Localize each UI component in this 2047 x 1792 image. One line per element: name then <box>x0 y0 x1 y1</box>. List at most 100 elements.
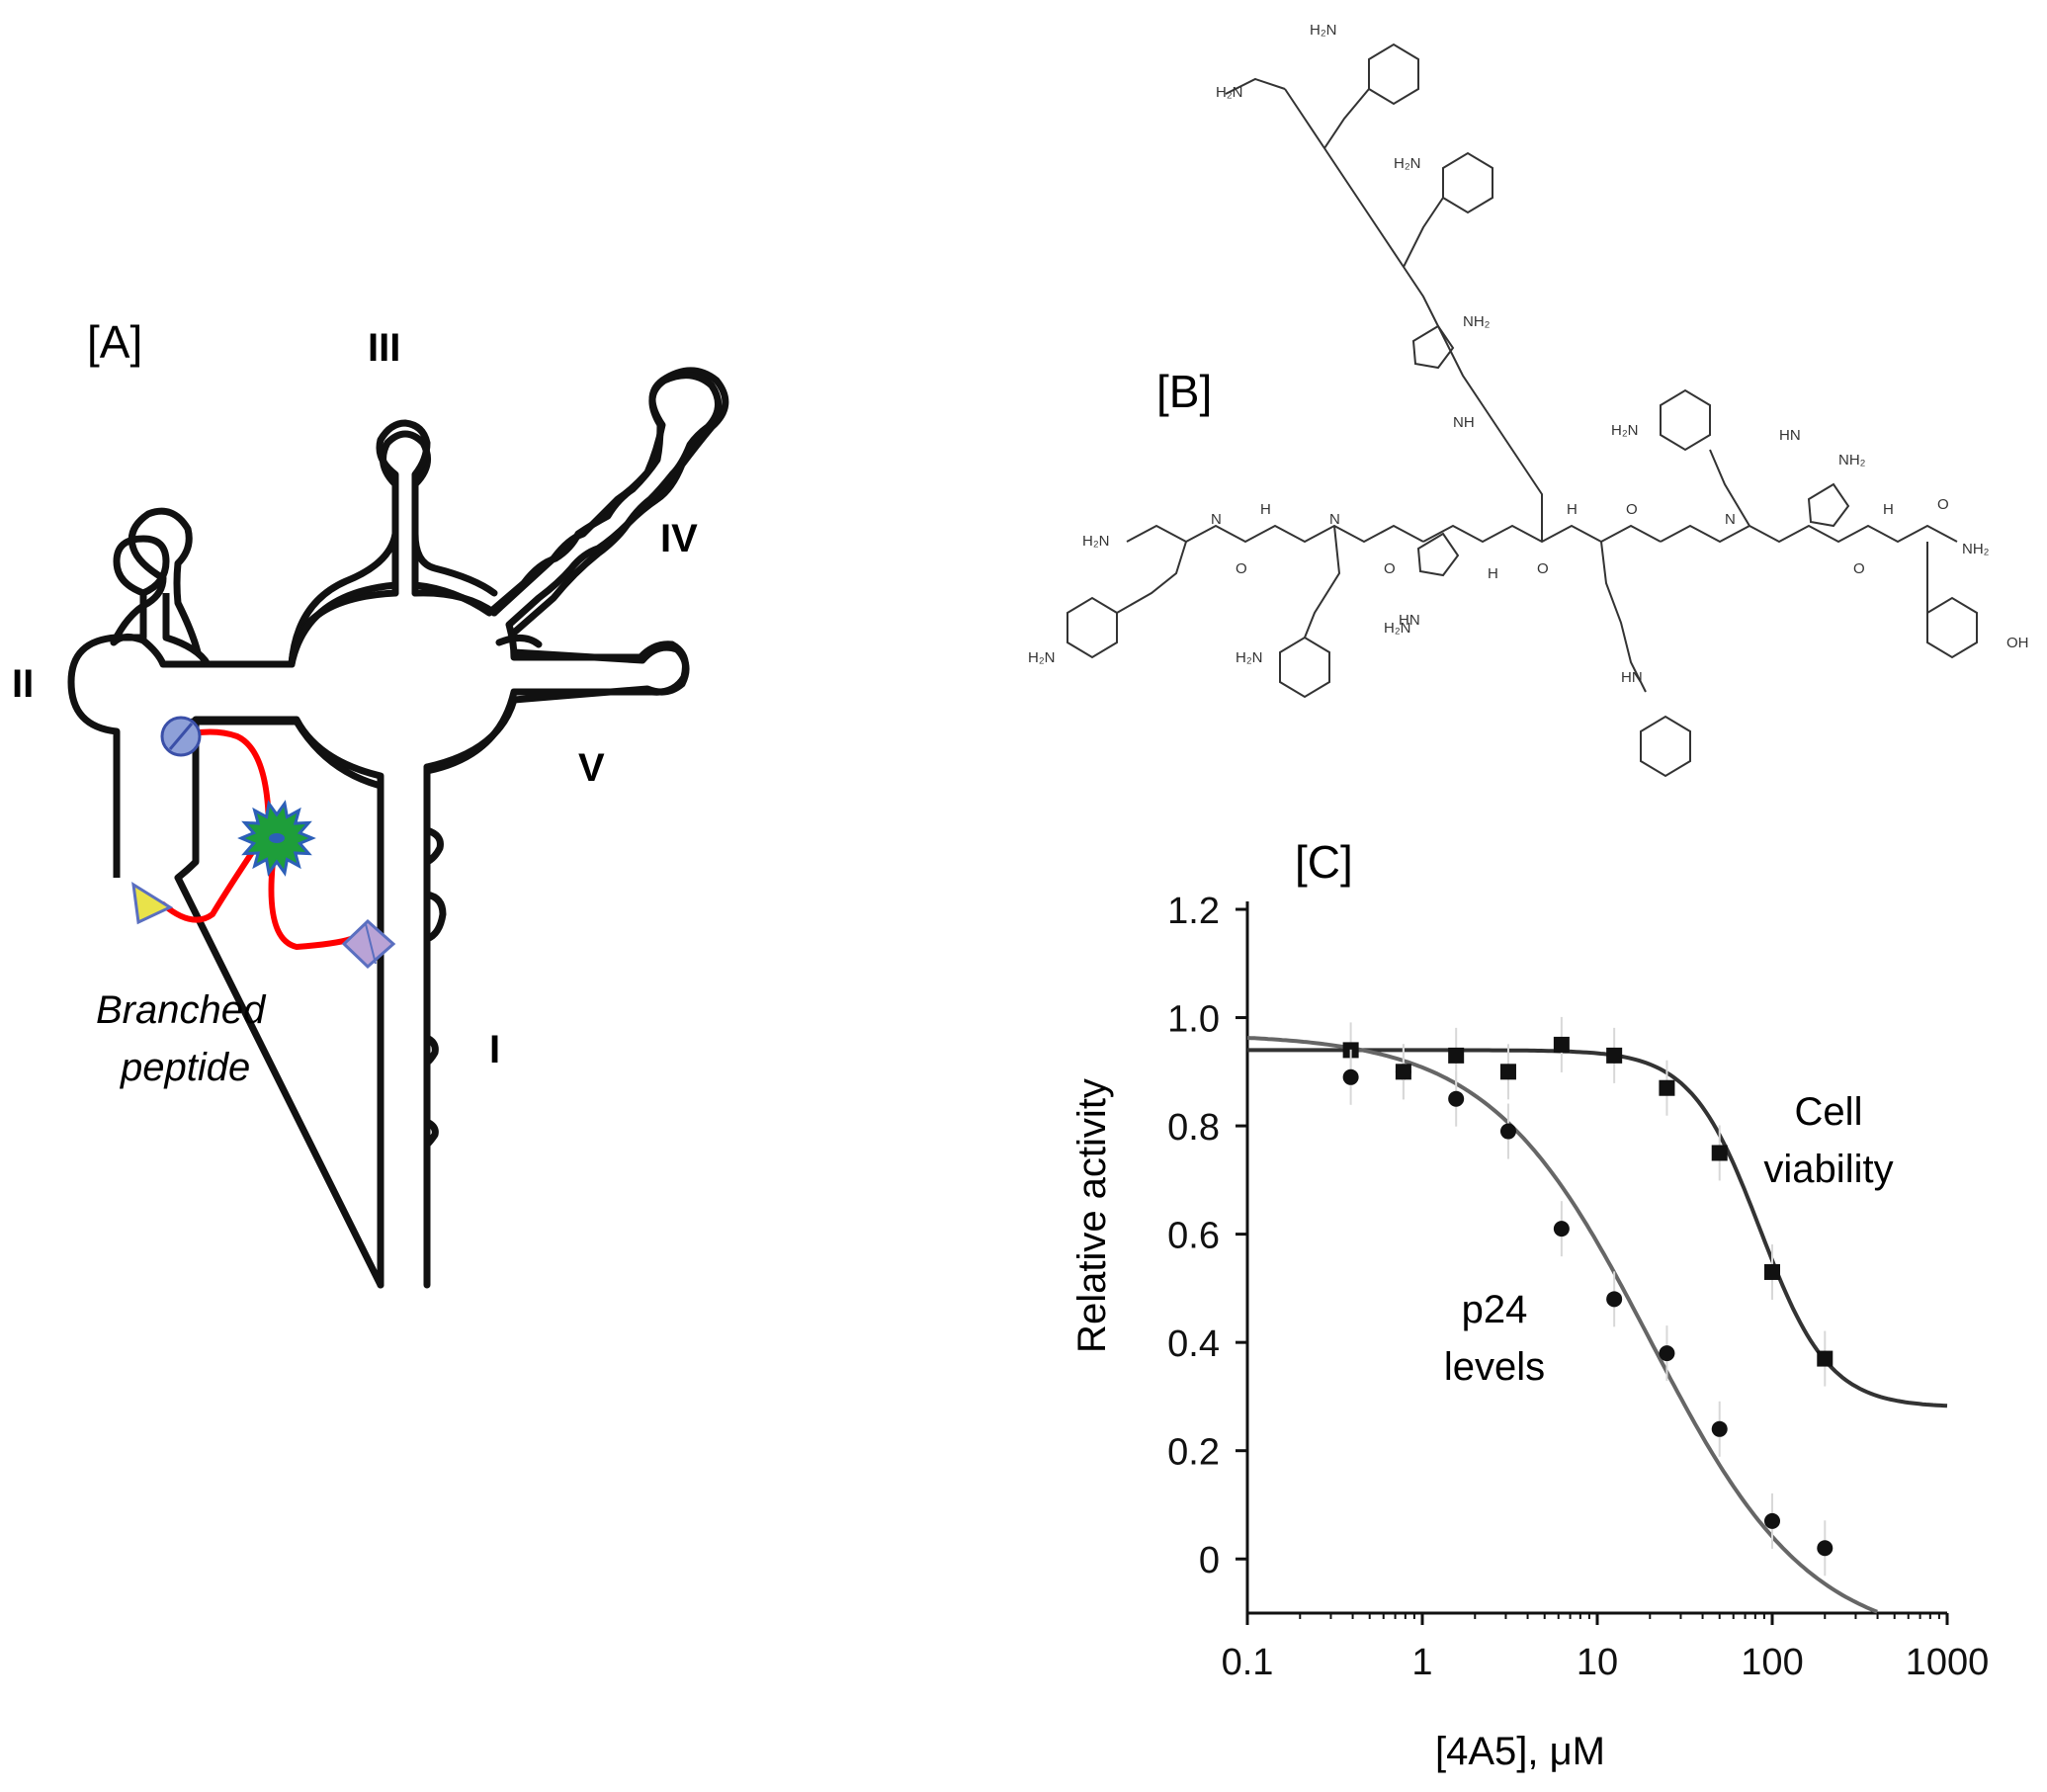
p24-point <box>1817 1540 1834 1557</box>
atom-h2n-base5: H₂N <box>1236 649 1263 666</box>
atom-h2n-lys: H₂N <box>1384 620 1411 637</box>
y-tick-label: 0.6 <box>1167 1216 1220 1257</box>
atom-hn-guan: HN <box>1779 427 1801 444</box>
stem-label-iii: III <box>368 326 400 370</box>
stem-iv <box>490 367 729 637</box>
rna-structure <box>110 367 729 1289</box>
y-tick-label: 0.2 <box>1167 1432 1220 1474</box>
atom-o-4: O <box>1626 501 1638 518</box>
upper-branch <box>1284 88 1543 542</box>
chemical-atoms: H₂N NH₂ H₂N H₂N H₂N NH HN HN H₂N HN NH₂ … <box>1028 22 2029 686</box>
atom-h2n-base2: H₂N <box>1394 155 1421 172</box>
diamond-ligand-icon <box>341 918 396 970</box>
branched-peptide-linker <box>160 728 354 951</box>
panel-b: [B] <box>1028 22 2029 778</box>
atom-nh2-right: NH₂ <box>1962 541 1990 557</box>
p24-point <box>1553 1221 1570 1237</box>
side-chain-lys-1 <box>1600 541 1647 693</box>
p24-point <box>1764 1512 1780 1529</box>
branch-chain-2 <box>1403 197 1444 268</box>
backbone-left <box>1126 524 1424 544</box>
junction-arc <box>288 589 498 668</box>
atom-h-2: H <box>1488 565 1498 582</box>
viability-point <box>1499 1064 1516 1080</box>
rna-outline <box>67 372 722 1289</box>
panel-a: [A] <box>12 316 729 1289</box>
triangle-ligand-icon <box>131 882 174 925</box>
viability-point <box>1448 1047 1465 1064</box>
viability-point <box>1553 1036 1570 1053</box>
p24-point <box>1659 1345 1675 1362</box>
base-1 <box>1368 43 1419 106</box>
circle-ligand-icon <box>160 716 202 757</box>
viability-point <box>1606 1047 1623 1064</box>
viability-point <box>1817 1350 1834 1367</box>
stem-label-v: V <box>578 746 605 790</box>
atom-n-2: N <box>1329 511 1340 528</box>
rna-path <box>67 372 722 1289</box>
viability-point <box>1711 1145 1728 1161</box>
peptide-hub-icon <box>237 800 316 877</box>
atom-h2n-base3: H₂N <box>1611 422 1639 439</box>
x-axis-label: [4A5], μM <box>1435 1730 1605 1773</box>
chemical-structure <box>1066 43 1978 778</box>
branch-chain-1 <box>1323 88 1370 149</box>
atom-h2n-top: H₂N <box>1216 84 1243 101</box>
viability-point <box>1764 1263 1780 1280</box>
side-chain-3 <box>1709 449 1750 527</box>
atom-hn-mid: HN <box>1399 612 1420 629</box>
series-label-viability-1: Cell <box>1795 1090 1863 1134</box>
panel-c-label: [C] <box>1295 836 1353 888</box>
atom-n-1: N <box>1211 511 1222 528</box>
y-axis-label: Relative activity <box>1070 1078 1114 1353</box>
stem-label-iv: IV <box>660 517 698 560</box>
atom-oh: OH <box>2006 635 2029 651</box>
x-tick-label: 100 <box>1741 1642 1803 1683</box>
x-tick-label: 1 <box>1411 1642 1432 1683</box>
atom-nh2-top: NH₂ <box>1463 313 1491 330</box>
atom-h-3: H <box>1567 501 1578 518</box>
stem-iii <box>380 430 431 597</box>
atom-o-6: O <box>1937 496 1949 513</box>
atom-n-3: N <box>1725 511 1736 528</box>
caption-branched: Branched <box>96 988 267 1032</box>
p24-point <box>1448 1090 1465 1107</box>
p24-point <box>1342 1068 1359 1085</box>
panel-b-label: [B] <box>1156 366 1212 417</box>
x-tick-label: 10 <box>1577 1642 1618 1683</box>
p24-point <box>1395 1064 1411 1080</box>
p24-point <box>1606 1291 1623 1308</box>
side-chain-1 <box>1116 541 1187 614</box>
pyrrolidine-2 <box>1416 532 1460 577</box>
atom-hn-lower: HN <box>1621 669 1643 686</box>
base-4 <box>1066 596 1118 659</box>
y-tick-label: 0 <box>1199 1540 1220 1581</box>
atom-nh2-guan: NH₂ <box>1838 452 1866 469</box>
side-chain-2 <box>1304 525 1341 639</box>
pyrazine <box>1640 715 1691 778</box>
backbone-right <box>1660 524 1958 544</box>
pyrrolidine-3 <box>1807 482 1850 528</box>
p24-point <box>1499 1123 1516 1140</box>
y-tick-label: 1.2 <box>1167 891 1220 932</box>
base-3 <box>1660 388 1711 452</box>
branch-chain-3 <box>1225 77 1286 95</box>
x-tick-label: 0.1 <box>1222 1642 1274 1683</box>
atom-h2n-left: H₂N <box>1082 533 1110 550</box>
atom-h-4: H <box>1883 501 1894 518</box>
pyrrolidine-1 <box>1411 324 1455 370</box>
series-label-viability-2: viability <box>1763 1148 1893 1191</box>
p24-point <box>1711 1420 1728 1437</box>
phenol-ring <box>1926 596 1978 659</box>
base-5 <box>1279 636 1330 699</box>
linker-to-circle <box>190 728 272 835</box>
viability-point <box>1659 1079 1675 1096</box>
stem-label-ii: II <box>12 662 34 706</box>
series-label-p24-1: p24 <box>1462 1288 1528 1331</box>
panel-a-label: [A] <box>87 316 142 368</box>
atom-o-2: O <box>1384 560 1396 577</box>
